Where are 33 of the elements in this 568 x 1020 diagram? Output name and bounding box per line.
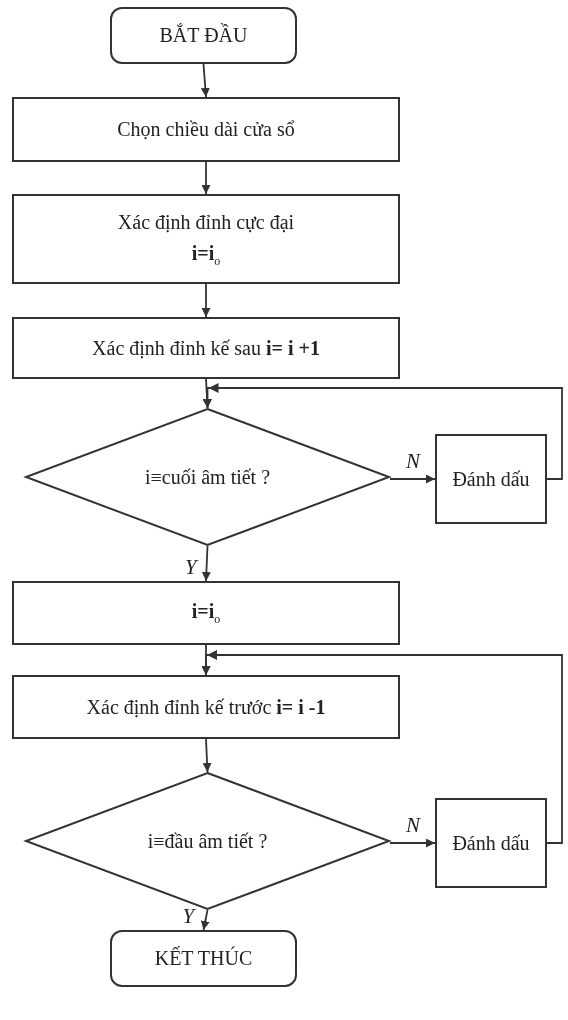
process-box: [12, 194, 400, 284]
arrow: [200, 63, 210, 98]
step-text: i≡cuối âm tiết ?: [144, 464, 271, 490]
arrow: [201, 650, 563, 844]
arrow: [201, 161, 211, 195]
step-text: Đánh dấu: [452, 830, 530, 856]
process-box: [12, 317, 400, 379]
step-text: Xác định đỉnh cực đại: [117, 209, 295, 235]
terminal-box: [110, 7, 297, 64]
decision-diamond: [25, 408, 390, 546]
decision-diamond: [25, 772, 390, 910]
step-text: i=i$_{o}$: [191, 240, 221, 269]
step-text: Xác định đỉnh kế trước i= i -1: [86, 694, 326, 720]
process-box: [435, 434, 547, 524]
step-text: i=i$_{o}$: [191, 599, 221, 627]
arrow: [202, 738, 212, 773]
arrow: [201, 283, 211, 318]
terminal-box: [110, 930, 297, 987]
step-text: Đánh dấu: [452, 466, 530, 492]
arrow: [389, 474, 436, 484]
process-box: [12, 581, 400, 645]
arrow: [200, 909, 210, 931]
process-box: [435, 798, 547, 888]
step-text: Xác định đỉnh kế sau i= i +1: [92, 335, 320, 361]
arrow: [201, 545, 211, 582]
step-text: i≡đầu âm tiết ?: [147, 828, 268, 854]
step-text: BẮT ĐẦU: [159, 23, 248, 48]
step-text: KẾT THÚC: [154, 946, 253, 971]
process-box: [12, 675, 400, 739]
arrow: [389, 838, 436, 848]
arrow: [203, 383, 563, 480]
step-text: Chọn chiều dài cửa sổ: [117, 117, 295, 142]
process-box: [12, 97, 400, 162]
